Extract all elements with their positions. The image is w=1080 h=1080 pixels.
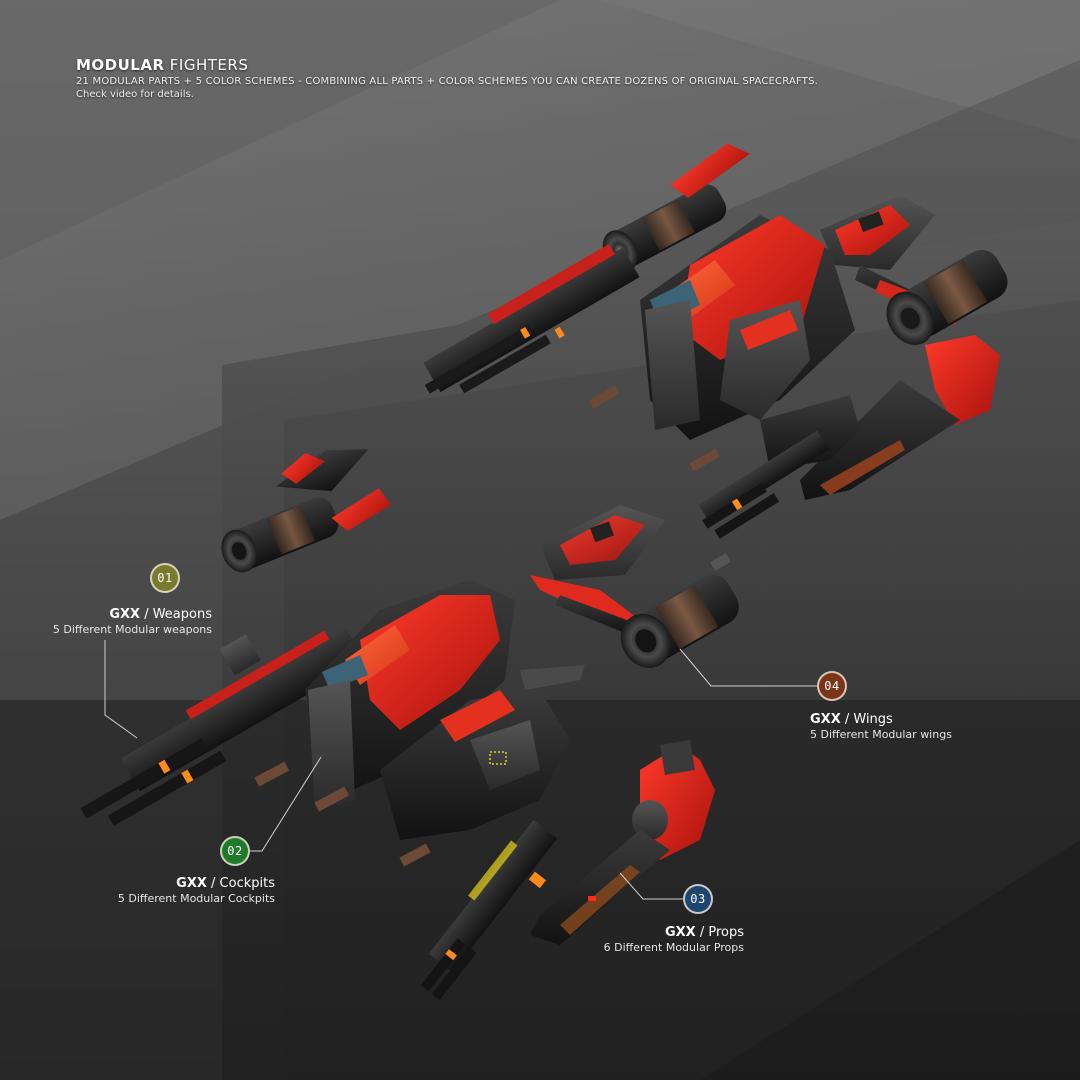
label-wings: GXX / Wings 5 Different Modular wings [810, 712, 952, 742]
page-title: MODULAR FIGHTERS [76, 56, 818, 74]
header: MODULAR FIGHTERS 21 MODULAR PARTS + 5 CO… [76, 56, 818, 101]
part-description: 5 Different Modular wings [810, 728, 952, 741]
part-title: GXX / Props [664, 925, 744, 940]
title-light: FIGHTERS [164, 56, 249, 74]
page-subtitle: 21 MODULAR PARTS + 5 COLOR SCHEMES - COM… [76, 76, 819, 87]
exploded-ship [80, 449, 739, 1001]
part-description: 6 Different Modular Props [603, 941, 744, 954]
badge-number: 01 [157, 571, 173, 585]
part-title: GXX / Cockpits [176, 876, 275, 891]
page-note: Check video for details. [76, 89, 194, 100]
part-description: 5 Different Modular Cockpits [117, 892, 275, 905]
badge-cockpits: 02 [220, 836, 250, 866]
title-bold: MODULAR [76, 56, 165, 74]
badge-number: 03 [690, 892, 706, 906]
part-title: GXX / Wings [810, 712, 893, 727]
label-props: GXX / Props 6 Different Modular Props [604, 925, 744, 955]
label-weapons: GXX / Weapons 5 Different Modular weapon… [53, 607, 212, 637]
badge-number: 04 [824, 679, 840, 693]
badge-number: 02 [227, 844, 243, 858]
badge-wings: 04 [817, 671, 847, 701]
part-description: 5 Different Modular weapons [52, 623, 212, 636]
label-cockpits: GXX / Cockpits 5 Different Modular Cockp… [118, 876, 275, 906]
badge-weapons: 01 [150, 563, 180, 593]
part-title: GXX / Weapons [109, 607, 212, 622]
assembled-ship [423, 143, 1008, 539]
badge-props: 03 [683, 884, 713, 914]
